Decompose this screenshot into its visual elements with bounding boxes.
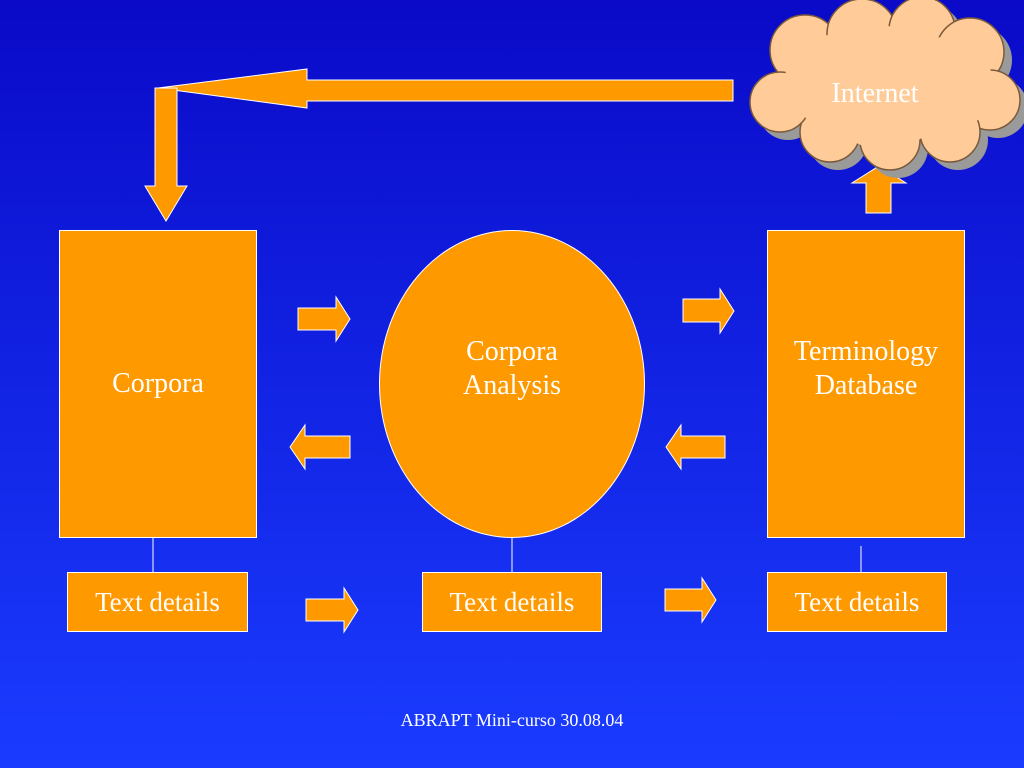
analysis-text-details-label: Text details bbox=[449, 587, 575, 617]
corpora-to-analysis-arrow bbox=[297, 295, 351, 343]
details-analysis-to-terminology-arrow bbox=[664, 576, 717, 624]
terminology-database-label: Terminology Database bbox=[793, 336, 939, 401]
down-to-corpora-arrow bbox=[144, 87, 188, 222]
corpora-analysis-label: Corpora Analysis bbox=[463, 336, 561, 401]
terminology-text-details-label: Text details bbox=[794, 587, 920, 617]
corpora-text-details-box: Text details bbox=[67, 572, 248, 632]
corpora-analysis-ellipse: Corpora Analysis bbox=[379, 230, 645, 538]
details-corpora-to-analysis-arrow bbox=[305, 586, 359, 634]
internet-to-corpora-arrow bbox=[157, 68, 734, 109]
terminology-database-box: Terminology Database bbox=[767, 230, 965, 538]
analysis-text-details-box: Text details bbox=[422, 572, 602, 632]
corpora-text-details-label: Text details bbox=[95, 587, 220, 617]
footer-text: ABRAPT Mini-curso 30.08.04 bbox=[400, 710, 624, 730]
analysis-to-terminology-arrow bbox=[682, 287, 735, 335]
corpora-label: Corpora bbox=[112, 368, 204, 399]
corpora-box: Corpora bbox=[59, 230, 257, 538]
terminology-text-details-box: Text details bbox=[767, 572, 947, 632]
internet-cloud-fill bbox=[785, 26, 993, 150]
analysis-to-corpora-arrow bbox=[289, 423, 351, 471]
terminology-to-analysis-arrow bbox=[665, 423, 726, 471]
internet-label: Internet bbox=[831, 78, 919, 109]
